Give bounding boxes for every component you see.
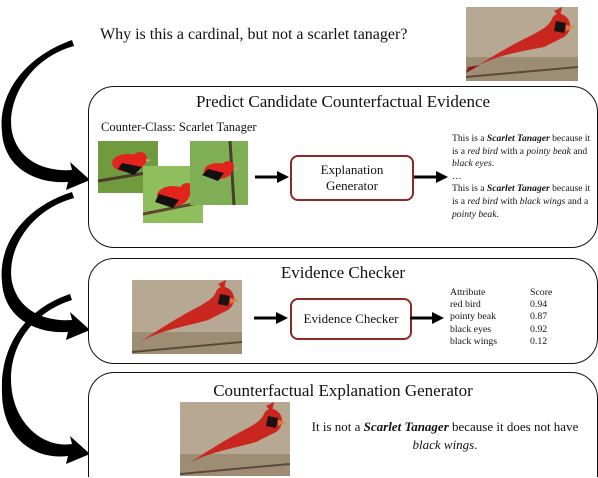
- sentence-mid: because it does not have: [448, 419, 579, 434]
- candidate-explanation-1: This is a Scarlet Tanager because it is …: [452, 133, 592, 171]
- attribute-cell: black eyes: [450, 323, 492, 335]
- panel-counterfactual-generator: Counterfactual Explanation Generator: [88, 372, 598, 477]
- expl1-mid1: because it is a: [452, 133, 591, 157]
- counter-class-label: Counter-Class: Scarlet Tanager: [101, 120, 257, 134]
- expl1-pre: This is a: [452, 133, 487, 144]
- panel-title-checker: Evidence Checker: [280, 263, 406, 282]
- expl2-attr2: black wings: [519, 195, 566, 207]
- table-row: red bird 0.94: [450, 298, 552, 310]
- cardinal-photo-query: [466, 7, 578, 81]
- sentence-end: .: [474, 437, 478, 452]
- expl1-class: Scarlet Tanager: [486, 133, 550, 144]
- score-cell: 0.94: [530, 299, 548, 311]
- explanation-generator-label-2: Generator: [326, 178, 378, 193]
- expl2-mid3: and a: [565, 195, 589, 207]
- scarlet-tanager-photo-3: [190, 141, 248, 205]
- table-row: black wings 0.12: [450, 336, 552, 348]
- header-attribute: Attribute: [450, 286, 486, 298]
- expl2-pre: This is a: [452, 183, 487, 195]
- expl1-end: .: [491, 158, 495, 170]
- flow-arrow-3: [1, 294, 90, 464]
- score-cell: 0.87: [530, 311, 548, 323]
- score-table-header: Attribute Score: [450, 286, 552, 298]
- expl1-attr2: pointy beak: [526, 145, 571, 157]
- sentence-attr: black wings: [412, 437, 475, 452]
- header-score: Score: [530, 286, 553, 298]
- table-row: black eyes 0.92: [450, 323, 552, 335]
- candidate-explanation-2: This is a Scarlet Tanager because it is …: [452, 183, 592, 221]
- explanation-generator-box: Explanation Generator: [290, 155, 414, 201]
- expl2-attr3: pointy beak: [452, 208, 497, 220]
- flow-arrow-1: [1, 40, 91, 190]
- expl1-attr1: red bird: [467, 145, 498, 157]
- score-cell: 0.92: [530, 323, 548, 335]
- expl2-class: Scarlet Tanager: [486, 183, 550, 195]
- explanations-ellipsis: …: [452, 170, 462, 182]
- attribute-cell: black wings: [450, 336, 498, 348]
- cardinal-photo-checker: [132, 280, 242, 354]
- sentence-pre: It is not a: [311, 419, 364, 434]
- evidence-checker-label: Evidence Checker: [303, 311, 399, 326]
- panel-title-counterfactual: Counterfactual Explanation Generator: [213, 381, 473, 400]
- arrow-to-checker: [254, 312, 288, 324]
- arrow-to-scores: [410, 312, 444, 324]
- expl2-mid1: because it is a: [452, 183, 591, 207]
- explanation-generator-label-1: Explanation: [320, 162, 384, 177]
- arrow-to-generator: [255, 171, 289, 183]
- expl2-attr1: red bird: [467, 195, 498, 207]
- expl2-end: .: [496, 208, 499, 220]
- expl1-mid3: and: [570, 145, 588, 157]
- panel-title-predict: Predict Candidate Counterfactual Evidenc…: [195, 92, 491, 111]
- counterfactual-sentence: It is not a Scarlet Tanager because it d…: [300, 418, 590, 454]
- expl1-attr3: black eyes: [452, 158, 492, 170]
- question-text: Why is this a cardinal, but not a scarle…: [100, 26, 408, 43]
- sentence-class: Scarlet Tanager: [363, 419, 449, 434]
- expl2-mid2: with: [497, 195, 520, 207]
- flow-arrow-2: [1, 192, 91, 340]
- candidate-explanations: This is a Scarlet Tanager because it is …: [452, 133, 592, 221]
- table-row: pointy beak 0.87: [450, 311, 552, 323]
- evidence-checker-box: Evidence Checker: [290, 298, 412, 340]
- attribute-score-table: Attribute Score red bird 0.94 pointy bea…: [450, 286, 552, 348]
- arrow-to-explanations: [414, 171, 448, 183]
- attribute-cell: red bird: [450, 299, 481, 311]
- attribute-cell: pointy beak: [450, 311, 496, 323]
- score-cell: 0.12: [530, 336, 548, 348]
- cardinal-photo-final: [180, 402, 290, 476]
- expl1-mid2: with a: [497, 145, 527, 157]
